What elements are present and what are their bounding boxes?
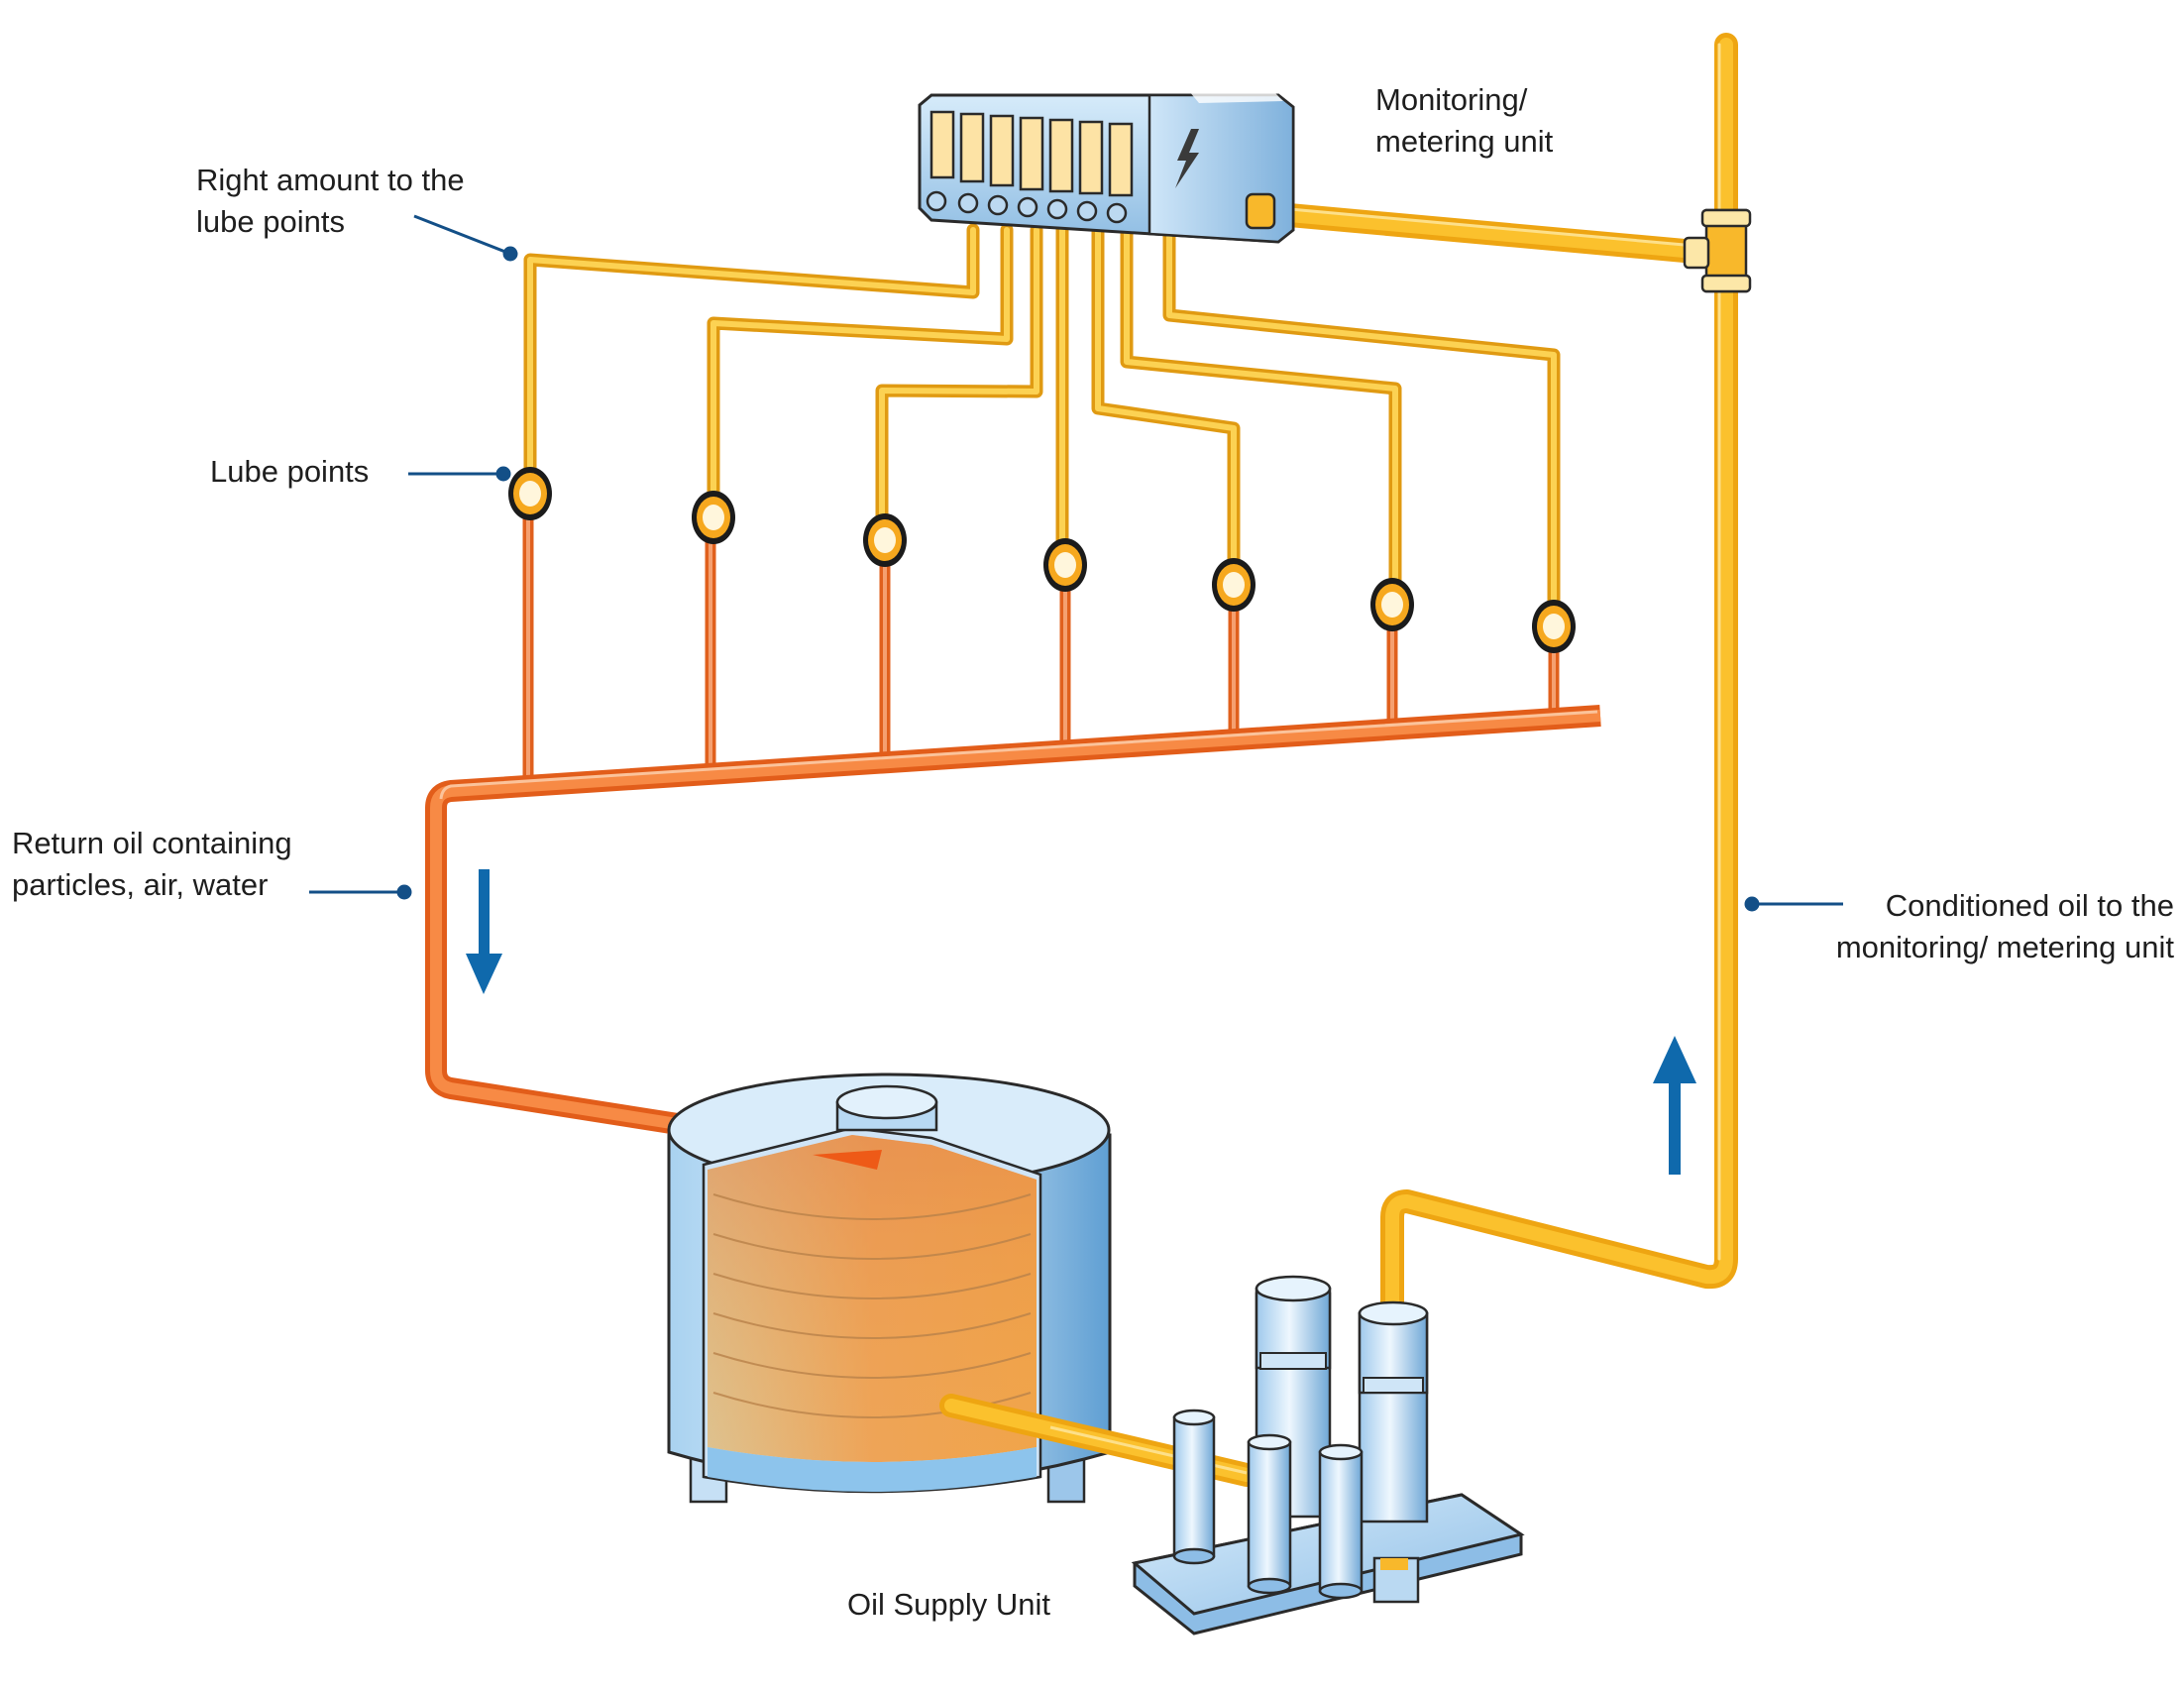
control-knobs xyxy=(926,190,1128,224)
lube-points-label-text: Lube points xyxy=(210,454,370,489)
right-amount-label-line-2: lube points xyxy=(196,204,345,239)
down-arrow-icon xyxy=(466,869,502,994)
oil-supply-unit-label: Oil Supply Unit xyxy=(847,1584,1050,1626)
right-amount-label-line-1: Right amount to the xyxy=(196,163,465,197)
lube-point xyxy=(863,513,907,567)
supply-lines xyxy=(523,223,1561,614)
pump-cylinder xyxy=(1247,1433,1292,1595)
lube-point xyxy=(1370,578,1414,631)
conditioned-oil-label: Conditioned oil to the monitoring/ meter… xyxy=(1836,885,2174,968)
oil-tank xyxy=(667,1072,1258,1504)
lube-point xyxy=(1043,538,1087,592)
monitoring-unit-label: Monitoring/ metering unit xyxy=(1375,79,1553,163)
monitoring-unit-label-line-2: metering unit xyxy=(1375,124,1554,159)
lube-point xyxy=(692,491,735,544)
up-arrow-icon xyxy=(1653,1036,1696,1175)
monitoring-unit-label-line-1: Monitoring/ xyxy=(1375,82,1528,117)
tee-fitting xyxy=(1683,208,1752,293)
lube-point xyxy=(1532,600,1576,653)
display-panel xyxy=(929,110,1134,197)
conditioned-oil-label-line-2: monitoring/ metering unit xyxy=(1835,930,2174,964)
conditioned-oil-pipe xyxy=(1245,33,1738,1588)
lube-point xyxy=(1212,558,1256,612)
tank-baffles xyxy=(712,1193,1032,1418)
return-drop-lines xyxy=(522,509,1560,784)
right-amount-label: Right amount to the lube points xyxy=(196,160,465,243)
filter-cylinder xyxy=(1358,1300,1429,1523)
lube-point xyxy=(508,467,552,520)
lightning-icon xyxy=(1175,129,1199,188)
monitoring-metering-unit xyxy=(918,91,1295,244)
leader-lines xyxy=(309,214,1843,912)
oil-supply-unit xyxy=(1131,1275,1525,1636)
lube-points-label: Lube points xyxy=(210,451,369,493)
return-oil-label-line-1: Return oil containing xyxy=(12,826,292,860)
pump-cylinder xyxy=(1172,1409,1216,1565)
filter-cylinder xyxy=(1255,1275,1332,1519)
return-header-pipe xyxy=(425,705,1601,1136)
lube-points xyxy=(508,467,1576,653)
conditioned-oil-label-line-1: Conditioned oil to the xyxy=(1885,888,2174,923)
oil-supply-unit-label-text: Oil Supply Unit xyxy=(847,1587,1051,1622)
return-oil-label-line-2: particles, air, water xyxy=(12,867,269,902)
pump-cylinder xyxy=(1318,1443,1364,1600)
return-oil-label: Return oil containing particles, air, wa… xyxy=(12,823,292,906)
